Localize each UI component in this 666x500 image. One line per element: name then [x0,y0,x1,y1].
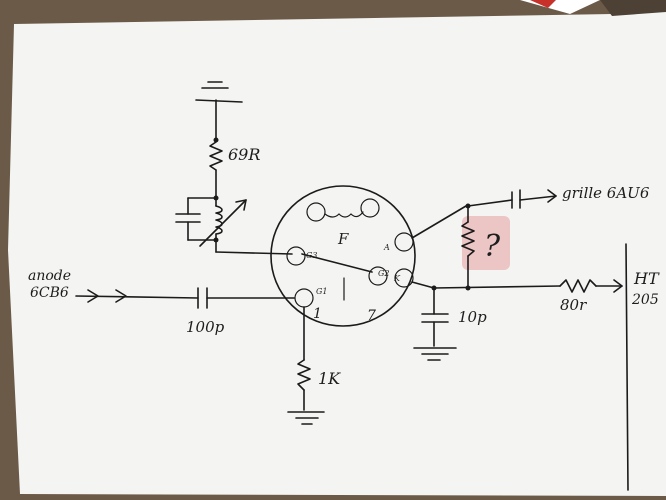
resistor-69r-label: 69R [228,145,260,164]
resistor-80r-label: 80r [560,296,587,314]
ht-label: HT [633,269,660,288]
resistor-80r [559,279,597,293]
junction-dot [213,137,219,143]
unknown-resistor-highlight [462,216,510,270]
pin-g1-label: G1 [316,287,327,296]
pin-7-label: 7 [367,308,376,324]
wire-g2-supply [411,281,435,289]
tube-pin-a [394,232,414,252]
wire-supply-bus [433,285,561,289]
arrow-head-icon [547,189,557,203]
top-ground-symbol [195,81,243,103]
variable-inductor [199,197,247,253]
pin-k-label: K [393,274,401,283]
corner-object-red [530,0,556,8]
resistor-1k [297,359,311,391]
resistor-69r [209,141,223,171]
tube-envelope [270,185,416,327]
coupling-cap-label: 100p [186,318,225,336]
pin-g3-label: G3 [306,251,317,260]
pin-a-label: A [383,243,390,252]
paper-shadow [600,0,666,16]
input-label-line1: anode [28,268,71,284]
tube-name-label: F [337,230,349,248]
input-label-line2: 6CB6 [30,285,69,301]
wire-output-arrow [519,195,557,201]
bypass-ground-symbol [413,347,457,361]
tube-pin-top-right [360,198,380,218]
pin-g2-label: G2 [378,269,389,278]
output-label: grille 6AU6 [562,184,650,202]
bypass-cap-label: 10p [458,308,487,326]
ht-voltage-label: 205 [631,292,659,308]
ht-rail [625,243,629,491]
arrow-head-icon [87,289,99,303]
bypass-capacitor [421,313,449,323]
wire-anode-up [411,205,467,239]
resistor-1k-label: 1K [318,369,341,388]
paper-sheet [8,10,666,496]
wire-to-g3 [215,251,293,255]
wire-g3-to-k [301,253,373,273]
arrow-head-icon [115,289,127,303]
pin-1-label: 1 [313,306,322,322]
tube-pin-top-left [306,202,326,222]
resistor-unknown [461,221,475,257]
tube-pin-g3 [286,246,306,266]
corner-object [520,0,600,14]
junction-dot [465,285,471,291]
arrow-head-icon [613,279,623,293]
output-coupling-capacitor [511,189,521,209]
wire-to-output-cap [467,199,513,207]
tube-pin-g2 [394,268,414,288]
variable-capacitor [175,197,217,241]
heater-filament [324,211,364,218]
grid-ground-symbol [287,411,325,425]
unknown-resistor-label: ? [484,229,501,264]
tube-pin-k [368,266,388,286]
junction-dot [213,237,219,243]
